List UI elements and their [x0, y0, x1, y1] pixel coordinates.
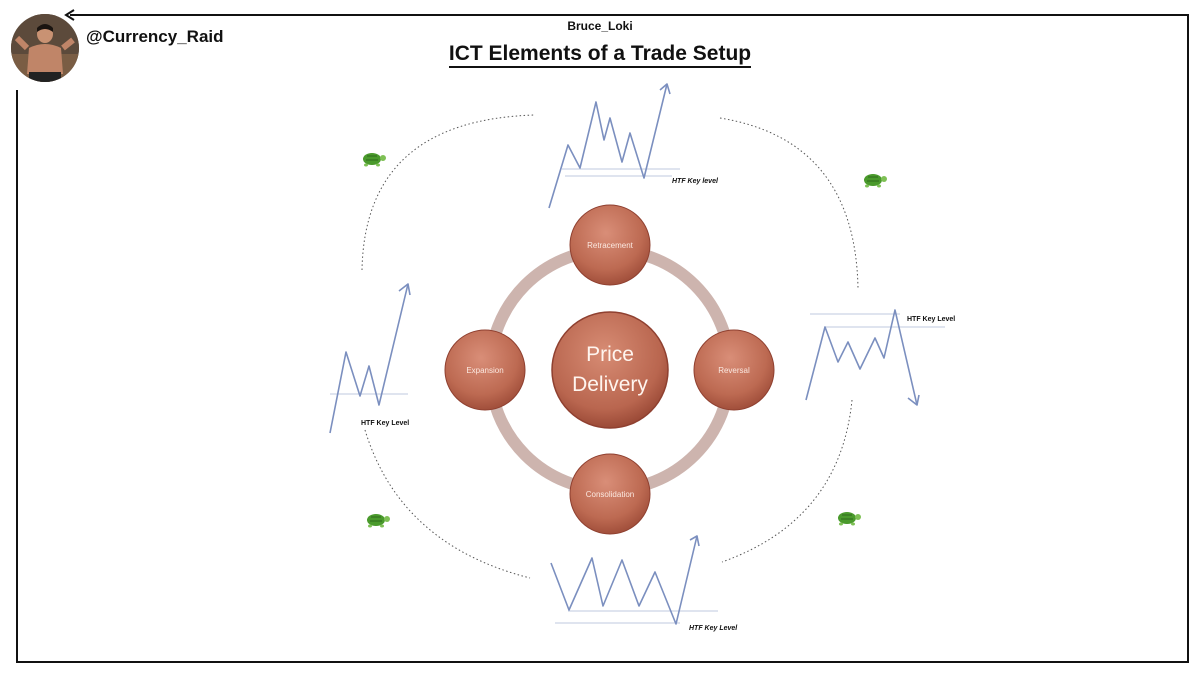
htf-label-left: HTF Key Level — [361, 420, 410, 427]
center-node: Price Delivery — [551, 311, 669, 429]
arc-top-right — [719, 117, 859, 289]
author-name: Bruce_Loki — [567, 19, 633, 33]
htf-label-bottom: HTF Key Level — [689, 625, 738, 632]
node-expansion: Expansion — [444, 329, 526, 411]
node-consolidation: Consolidation — [569, 453, 651, 535]
node-retracement: Retracement — [569, 204, 651, 286]
avatar — [11, 14, 79, 82]
center-label-line2: Delivery — [572, 373, 648, 396]
node-label-reversal: Reversal — [718, 366, 750, 375]
user-handle: @Currency_Raid — [86, 27, 224, 46]
turtle-icon — [864, 174, 887, 188]
node-label-retracement: Retracement — [587, 241, 634, 250]
htf-label-right: HTF Key Level — [907, 316, 956, 323]
price-sketch-left — [329, 283, 411, 434]
price-sketch-top — [548, 83, 680, 209]
cycle-arcs — [361, 114, 859, 579]
arc-bottom-left — [364, 429, 531, 579]
node-label-expansion: Expansion — [466, 366, 503, 375]
turtle-icon — [363, 153, 386, 167]
node-reversal: Reversal — [693, 329, 775, 411]
center-label-line1: Price — [586, 343, 634, 366]
arc-top-left — [361, 114, 536, 271]
turtle-icon — [838, 512, 861, 526]
turtle-icon — [367, 514, 390, 528]
price-sketch-right — [805, 309, 945, 406]
arc-bottom-right — [721, 399, 853, 563]
node-label-consolidation: Consolidation — [586, 490, 634, 499]
htf-label-top: HTF Key level — [672, 178, 718, 185]
page-title: ICT Elements of a Trade Setup — [0, 42, 1200, 68]
page-title-text: ICT Elements of a Trade Setup — [448, 42, 752, 68]
price-sketch-bottom — [550, 535, 718, 625]
